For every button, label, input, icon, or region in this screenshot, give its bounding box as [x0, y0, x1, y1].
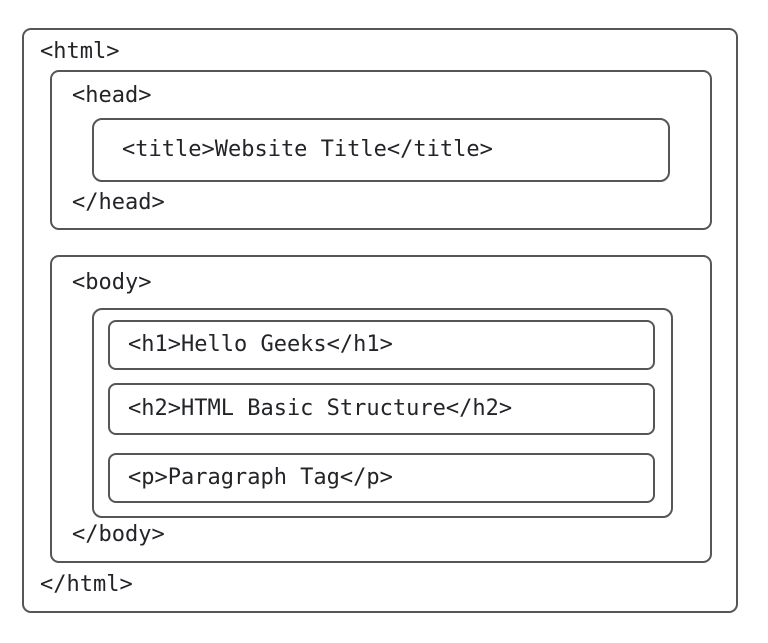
html-element-box: <html> <head> <title>Website Title</titl… [22, 28, 738, 613]
p-tag-label: <p>Paragraph Tag</p> [128, 465, 393, 490]
html-close-tag-label: </html> [40, 572, 133, 597]
body-open-tag-label: <body> [72, 270, 152, 295]
h2-element-box: <h2>HTML Basic Structure</h2> [108, 383, 655, 435]
h1-tag-label: <h1>Hello Geeks</h1> [128, 332, 393, 357]
head-close-tag-label: </head> [72, 190, 165, 215]
head-open-tag-label: <head> [72, 83, 152, 108]
head-element-box: <head> <title>Website Title</title> </he… [50, 70, 712, 230]
body-content-group-box: <h1>Hello Geeks</h1> <h2>HTML Basic Stru… [92, 308, 673, 518]
h1-element-box: <h1>Hello Geeks</h1> [108, 320, 655, 370]
title-element-box: <title>Website Title</title> [92, 118, 670, 182]
p-element-box: <p>Paragraph Tag</p> [108, 453, 655, 503]
html-open-tag-label: <html> [40, 39, 120, 64]
body-close-tag-label: </body> [72, 522, 165, 547]
body-element-box: <body> <h1>Hello Geeks</h1> <h2>HTML Bas… [50, 255, 712, 563]
title-tag-label: <title>Website Title</title> [122, 137, 493, 162]
h2-tag-label: <h2>HTML Basic Structure</h2> [128, 396, 513, 421]
